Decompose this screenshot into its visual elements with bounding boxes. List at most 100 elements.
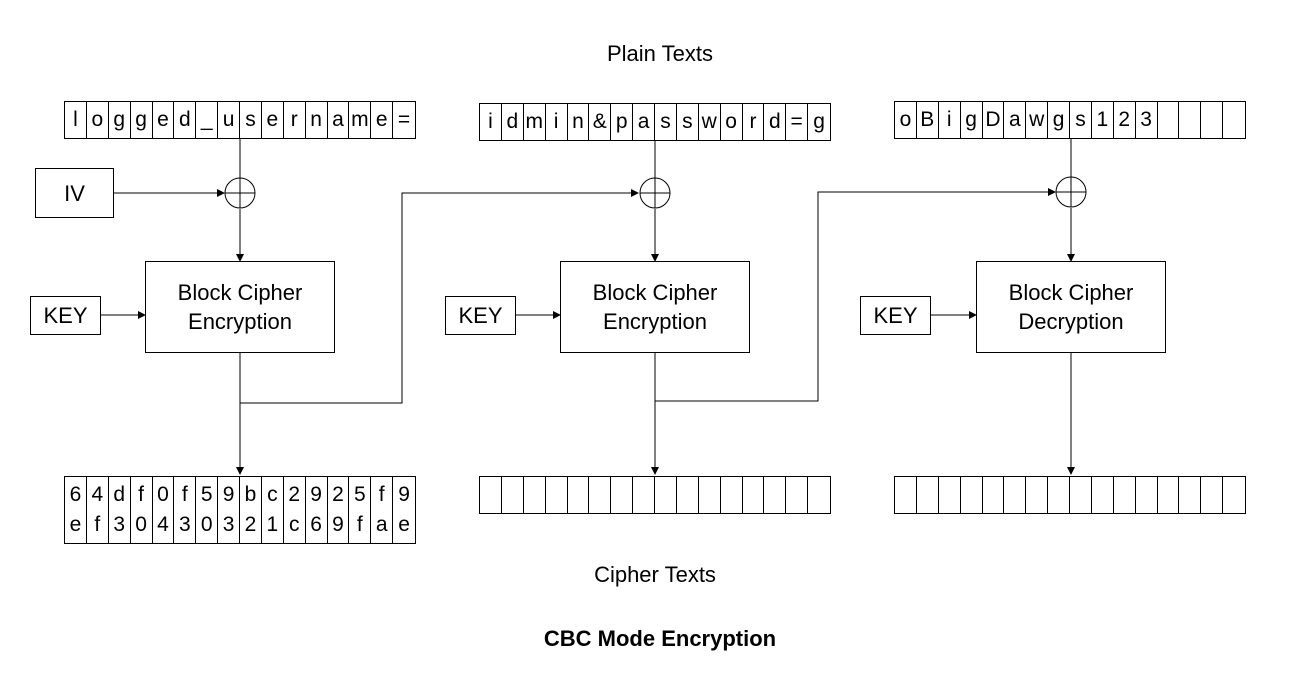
ciphertext-byte-cell (939, 477, 961, 513)
xor-1-icon (224, 177, 256, 209)
plaintext-byte-cell: 2 (1114, 102, 1136, 138)
plaintext-byte-cell (1223, 102, 1245, 138)
plaintext-byte-cell: g (131, 102, 153, 138)
ciphertext-byte-cell (961, 477, 983, 513)
key-box-3: KEY (860, 296, 931, 335)
plaintext-byte-cell: g (813, 110, 825, 133)
hex-digit: f (181, 483, 188, 506)
plaintext-byte-cell: o (895, 102, 917, 138)
ciphertext-byte-cell (743, 477, 765, 513)
hex-digit: 6 (69, 483, 82, 506)
plaintext-byte-cell: s (655, 104, 677, 140)
plaintext-byte-cell: s (677, 104, 699, 140)
plaintext-byte-cell: e (371, 102, 394, 138)
ciphertext-byte-cell (1004, 477, 1027, 513)
hex-digit: 0 (200, 513, 213, 536)
plaintext-byte-cell: B (917, 102, 939, 138)
ciphertext-byte-cell (1179, 477, 1202, 513)
plaintext-byte-cell: u (218, 102, 240, 138)
plaintext-byte-cell: r (743, 104, 765, 140)
plaintext-byte-cell: g (961, 102, 983, 138)
plaintext-byte-cell: w (699, 104, 721, 140)
plaintext-byte-cell: a (1004, 102, 1027, 138)
ciphertext-byte-cell (786, 477, 809, 513)
plaintext-byte-cell: _ (196, 102, 219, 138)
hex-digit: 0 (135, 513, 147, 536)
plaintext-byte-cell: 3 (1136, 102, 1158, 138)
hex-digit: f (138, 483, 144, 506)
hex-digit: 5 (200, 483, 213, 506)
diagram-title: CBC Mode Encryption (543, 626, 777, 651)
hex-digit: 3 (222, 513, 235, 536)
block-cipher-1: Block Cipher Encryption (145, 261, 335, 353)
block-cipher-2: Block Cipher Encryption (560, 261, 750, 353)
plaintext-byte-cell: s (240, 102, 262, 138)
plaintext-byte-cell: a (328, 102, 350, 138)
ciphertext-byte-cell (1201, 477, 1224, 513)
ciphertext-byte-cell (917, 477, 939, 513)
hex-digit: 9 (222, 483, 235, 506)
ciphertext-byte-cell (983, 477, 1005, 513)
plaintext-byte-cell: d (764, 104, 787, 140)
ciphertext-byte-cell (1048, 477, 1070, 513)
plaintext-byte-cell (1201, 102, 1224, 138)
plaintext-byte-cell: r (284, 102, 306, 138)
hex-digit: 9 (332, 513, 344, 536)
hex-digit: c (288, 513, 300, 536)
ciphertext-byte-cell (502, 477, 524, 513)
ciphertext-byte-cell (524, 477, 546, 513)
xor-3-icon (1055, 176, 1087, 208)
key-box-1: KEY (30, 296, 101, 335)
hex-digit: d (113, 483, 126, 506)
plaintext-byte-cell: d (502, 104, 524, 140)
block-cipher-3-line1: Block Cipher (1008, 280, 1134, 305)
hex-digit: c (267, 483, 278, 506)
hex-digit: 0 (157, 483, 169, 506)
ciphertext-byte-cell (699, 477, 721, 513)
block-cipher-2-line2: Encryption (603, 309, 707, 334)
plaintext-byte-cell: d (174, 102, 197, 138)
hex-digit: 2 (244, 513, 257, 536)
plaintext-byte-cell: o (721, 104, 743, 140)
hex-digit: 2 (332, 483, 344, 506)
hex-digit: a (375, 513, 388, 536)
plaintext-byte-cell: g (109, 102, 131, 138)
hex-digit: f (356, 513, 363, 536)
ciphertext-block-2 (479, 476, 831, 514)
plain-texts-label: Plain Texts (607, 41, 713, 66)
iv-box: IV (35, 168, 114, 218)
plaintext-byte-cell: i (480, 104, 502, 140)
ciphertext-byte-cell (1092, 477, 1114, 513)
ciphertext-byte-cell (611, 477, 634, 513)
plaintext-byte-cell: n (306, 102, 328, 138)
hex-digit: f (94, 513, 101, 536)
plaintext-byte-cell: = (786, 104, 809, 140)
chain-1-to-xor2-line (240, 189, 639, 404)
plaintext-byte-cell: a (633, 104, 655, 140)
hex-digit: 3 (178, 513, 191, 536)
ciphertext-byte-cell (1070, 477, 1092, 513)
plaintext-byte-cell: g (1048, 102, 1070, 138)
ciphertext-byte-cell (589, 477, 612, 513)
ciphertext-block-3 (894, 476, 1246, 514)
ciphertext-byte-cell (1158, 477, 1180, 513)
block-cipher-1-line1: Block Cipher (177, 280, 303, 305)
plaintext-byte-cell: = (397, 108, 411, 131)
hex-digit: e (398, 513, 410, 536)
